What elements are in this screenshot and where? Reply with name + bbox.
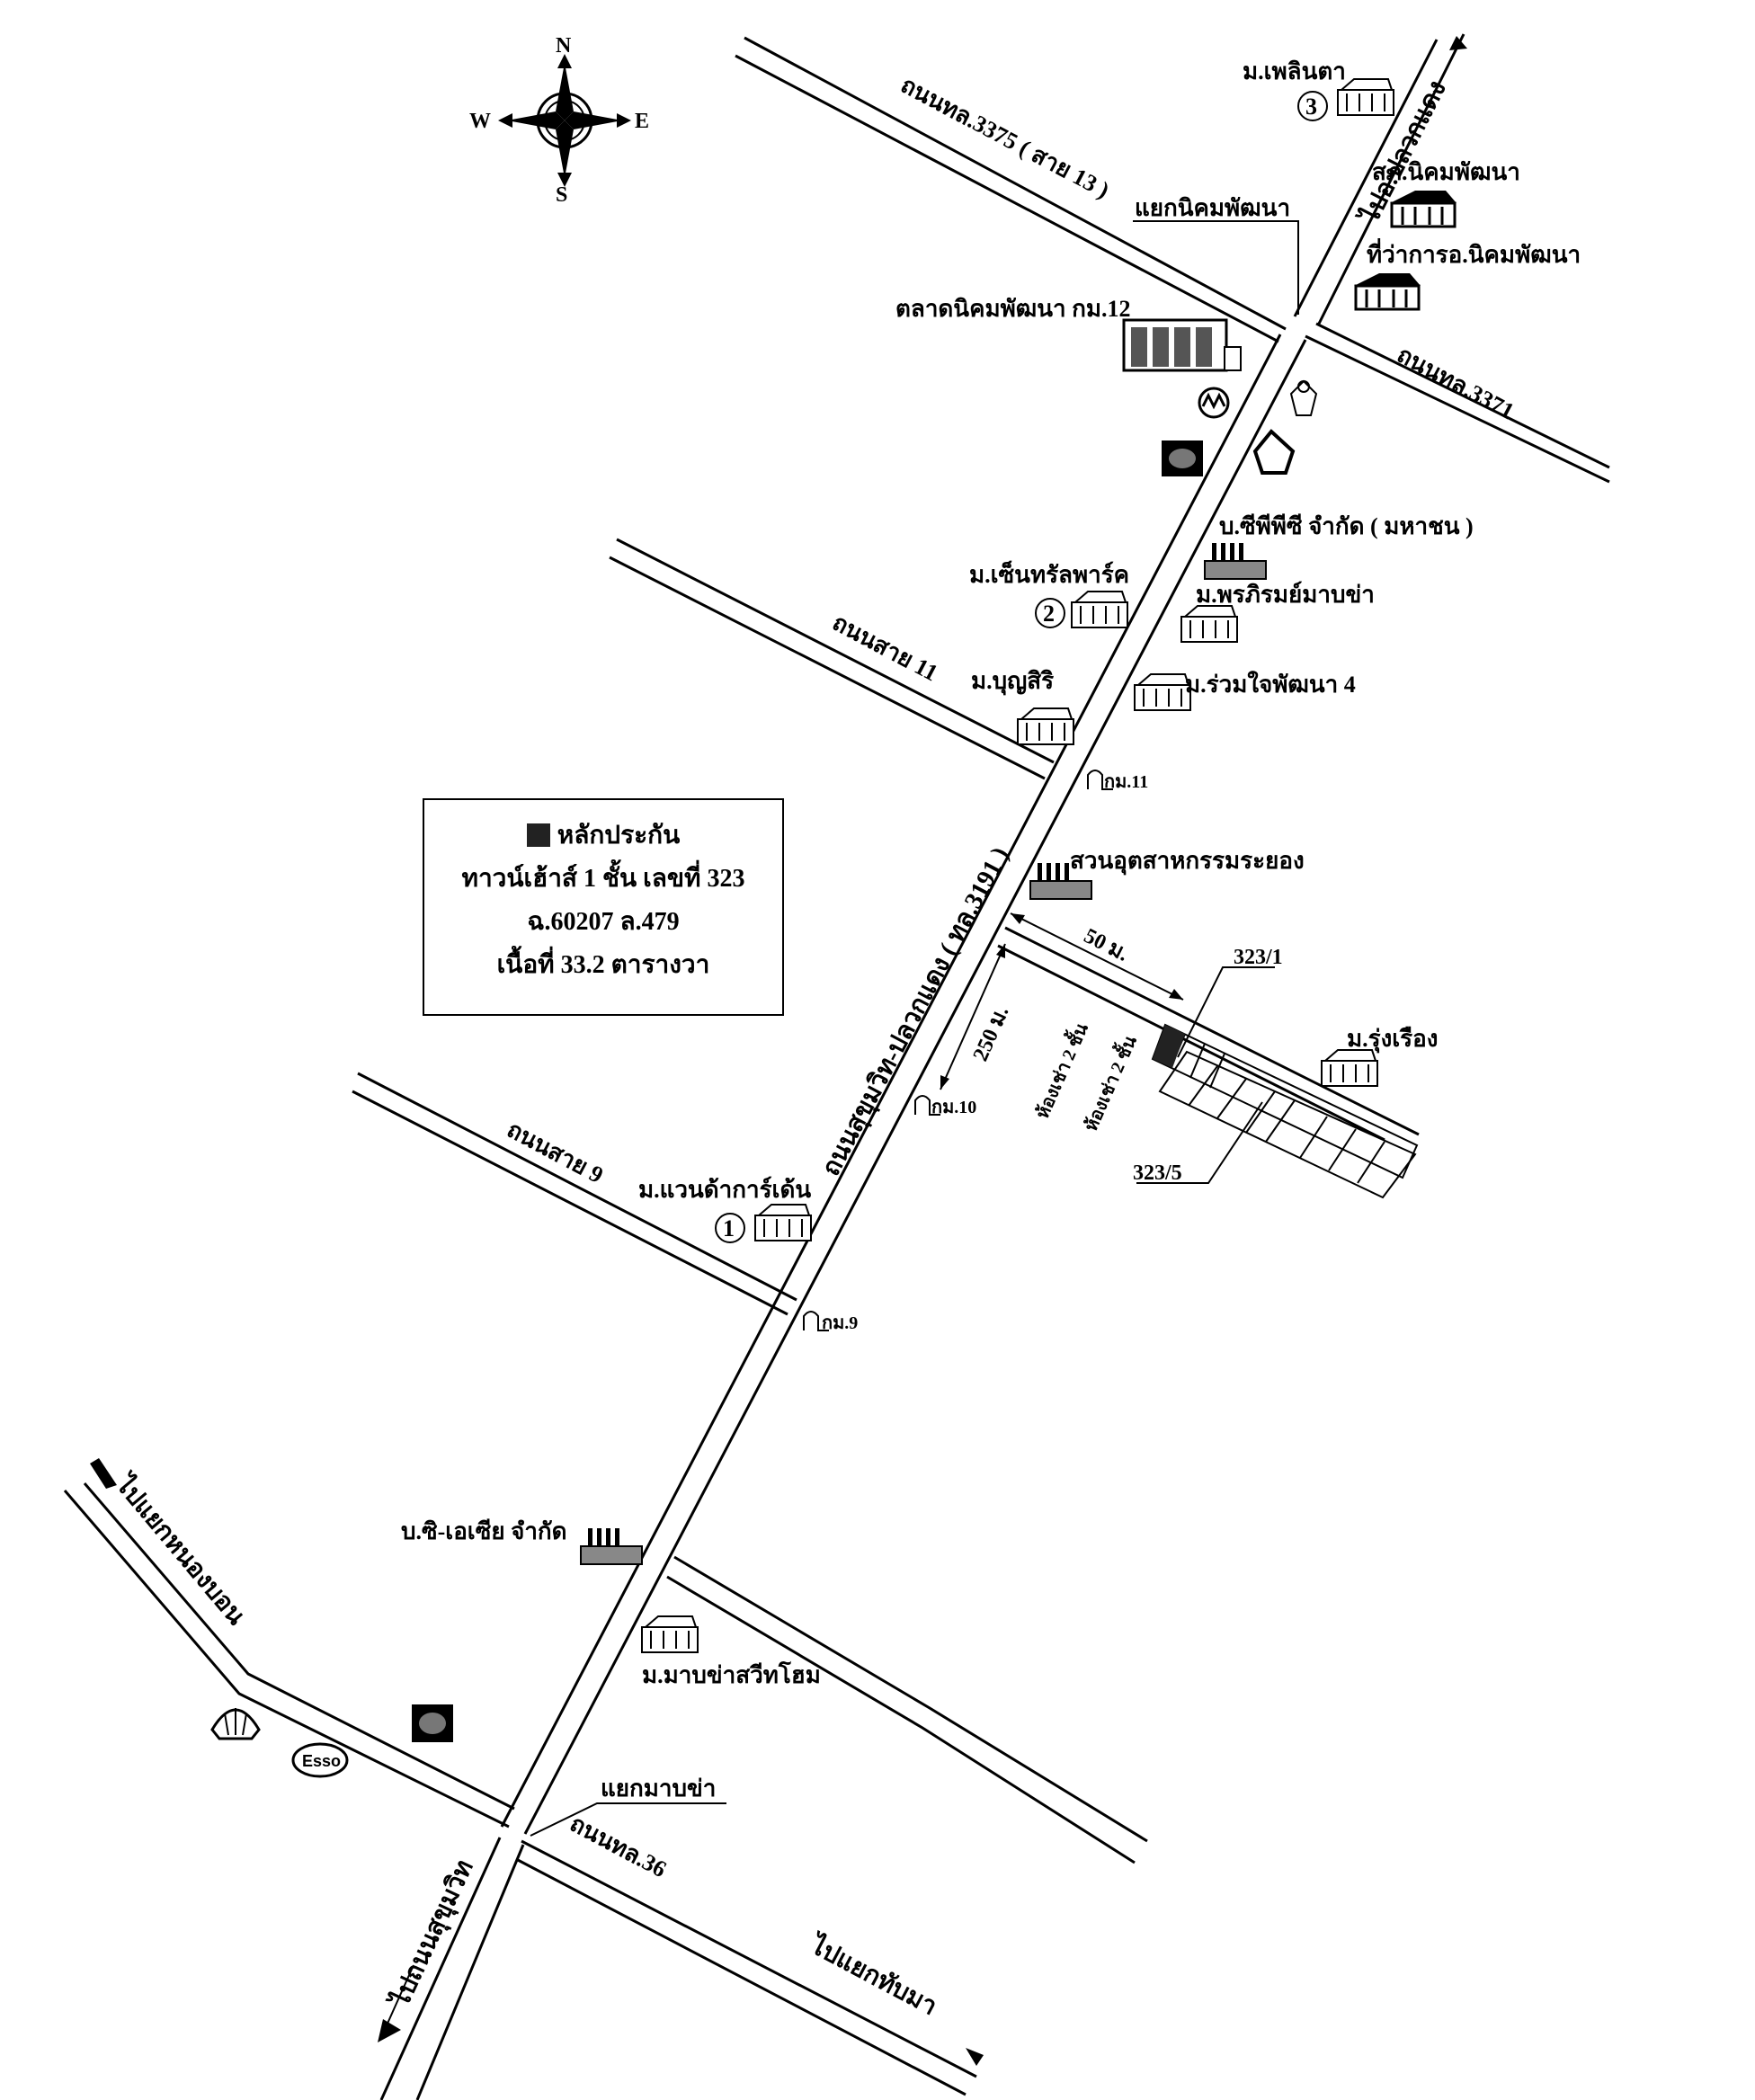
housing-icon-phloen-ta [1337, 78, 1394, 116]
label-police: สภ.นิคมพัฒนา [1372, 159, 1520, 185]
compass-n: N [556, 34, 572, 58]
pointer-junction-mapkha [530, 1802, 726, 1837]
housing-icon-central-park [1071, 591, 1128, 628]
label-km11: กม.11 [1104, 772, 1148, 792]
label-to-thap-ma: ไปแยกทับมา [804, 1929, 942, 2022]
legend-line-2: ฉ.60207 ล.479 [527, 908, 680, 936]
label-market: ตลาดนิคมพัฒนา กม.12 [895, 296, 1131, 322]
temple-icon [1289, 379, 1318, 416]
factory-icon-gpsc [1204, 543, 1267, 580]
main-road-3191 [500, 334, 1307, 1835]
pointer-plot-b [1136, 1101, 1263, 1184]
police-station-icon [1390, 191, 1457, 228]
label-phon-rom: ม.พรภิรมย์มาบข่า [1196, 581, 1375, 608]
label-ruam-jai: ม.ร่วมใจพัฒนา 4 [1185, 671, 1356, 698]
label-map-kha-sweet-home: ม.มาบข่าสวีทโฮม [642, 1660, 821, 1688]
compass-e: E [635, 110, 649, 133]
road-lower-east [666, 1555, 1148, 1864]
km-stone-10-icon [914, 1095, 940, 1116]
label-km10: กม.10 [931, 1098, 976, 1117]
housing-icon-phon-rom [1180, 605, 1238, 643]
housing-icon-rung-rueang [1321, 1049, 1378, 1087]
marker-1-label: 1 [723, 1215, 735, 1241]
marker-2: 2 [1035, 598, 1065, 628]
road-sai-9 [352, 1072, 797, 1316]
legend-line-1: ทาวน์เฮ้าส์ 1 ชั้น เลขที่ 323 [461, 865, 745, 893]
arrow-nong-bon-icon [90, 1458, 117, 1489]
km-stone-9-icon [803, 1311, 829, 1331]
label-bun-siri: ม.บุญสิริ [971, 668, 1054, 696]
label-wanda-garden: ม.แวนด้าการ์เด้น [638, 1176, 811, 1203]
market-building-icon [1122, 318, 1242, 372]
label-junction-map-kha: แยกมาบข่า [601, 1775, 716, 1802]
collateral-swatch-icon [526, 823, 550, 847]
marker-2-label: 2 [1043, 601, 1055, 627]
housing-icon-ruam-jai [1134, 673, 1191, 711]
road-3371 [1305, 322, 1610, 484]
housing-icon-bun-siri [1017, 707, 1074, 745]
label-dist-50: 50 ม. [1080, 924, 1132, 966]
factory-icon-industrial-park [1029, 863, 1092, 900]
factory-icon-si-asia [580, 1528, 643, 1565]
legend-box: หลักประกัน ทาวน์เฮ้าส์ 1 ชั้น เลขที่ 323… [423, 798, 784, 1016]
housing-icon-map-kha-sweet-home [641, 1615, 699, 1653]
compass-rose-icon [498, 54, 631, 187]
collateral-unit-marker [1153, 1025, 1185, 1068]
label-rung-rueang: ม.รุ่งเรือง [1347, 1026, 1438, 1054]
road-to-nong-bon [63, 1482, 515, 1829]
ptt-station-icon-south [412, 1704, 453, 1742]
label-gpsc: บ.ซีพีพีซี จำกัด ( มหาชน ) [1219, 513, 1474, 539]
compass-w: W [469, 110, 491, 133]
dimension-50m [1010, 912, 1184, 1001]
label-plot-a: 323/1 [1234, 946, 1283, 969]
road-sai-11 [609, 538, 1055, 780]
caltex-logo-icon [1252, 429, 1296, 475]
compass-s: S [556, 183, 567, 207]
road-to-sukhumvit [379, 1837, 525, 2100]
district-office-icon [1354, 273, 1421, 311]
label-to-nong-bon: ไปแยกหนองบอน [109, 1468, 252, 1631]
townhouse-row-lower [1158, 1050, 1417, 1199]
label-phloen-ta: ม.เพลินตา [1243, 58, 1346, 85]
label-plot-b: 323/5 [1133, 1161, 1182, 1185]
label-central-park: ม.เซ็นทรัลพาร์ค [969, 560, 1129, 588]
road-36 [515, 1839, 977, 2096]
marker-3: 3 [1297, 91, 1328, 121]
label-road-11: ถนนสาย 11 [828, 610, 942, 687]
label-si-asia: บ.ซิ-เอเซีย จำกัด [401, 1518, 567, 1544]
marker-1: 1 [715, 1213, 745, 1243]
legend-line-3: เนื้อที่ 33.2 ตารางวา [496, 951, 710, 979]
esso-logo-text: Esso [302, 1752, 341, 1770]
legend-title-row: หลักประกัน [424, 814, 782, 858]
esso-logo-icon: Esso [291, 1742, 349, 1778]
arrow-thap-ma-icon [966, 2048, 984, 2066]
arrow-sukhumvit-icon [378, 1964, 414, 2042]
dimension-250m [940, 943, 1006, 1090]
pointer-plot-a [1177, 966, 1275, 1058]
label-industrial-park: สวนอุตสาหกรรมระยอง [1070, 848, 1305, 876]
label-km9: กม.9 [822, 1313, 858, 1333]
road-3375 [735, 36, 1287, 343]
pointer-junction-nikhom [1133, 220, 1299, 315]
km-stone-11-icon [1087, 770, 1113, 790]
arrow-pluak-daeng-icon [1449, 36, 1467, 50]
bank-logo-icon [1198, 387, 1230, 419]
label-district-office: ที่ว่าการอ.นิคมพัฒนา [1367, 237, 1581, 268]
label-junction-nikhom: แยกนิคมพัฒนา [1135, 195, 1290, 221]
legend-title: หลักประกัน [557, 822, 681, 850]
ptt-station-icon-north [1162, 440, 1203, 476]
road-industrial-estate [997, 926, 1420, 1142]
label-rental-2: ห้องเช่า 2 ชั้น [1077, 1031, 1141, 1135]
label-rental-1: ห้องเช่า 2 ชั้น [1029, 1019, 1092, 1122]
shell-logo-icon [210, 1708, 261, 1740]
label-road-3371: ถนนทล.3371 [1393, 342, 1519, 425]
housing-icon-wanda-garden [754, 1204, 812, 1241]
road-to-pluak-daeng [1293, 33, 1465, 326]
marker-3-label: 3 [1305, 93, 1317, 120]
label-main-road: ถนนสุขุมวิท-ปลวกแดง ( ทล.3191 ) [817, 842, 1015, 1180]
